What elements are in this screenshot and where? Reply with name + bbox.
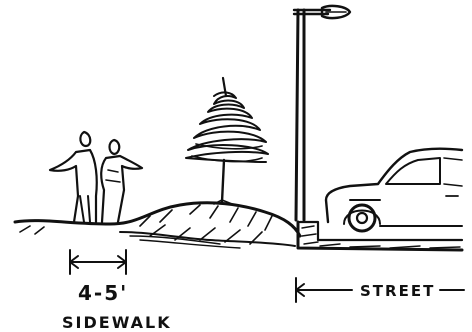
- pedestrians-icon: [50, 132, 142, 222]
- car-icon: [326, 149, 462, 231]
- ground-berm: [15, 203, 300, 248]
- street-label: STREET: [360, 282, 435, 300]
- sidewalk-width-label: 4-5': [78, 281, 128, 305]
- sidewalk-dimension-arrow-icon: [70, 250, 126, 274]
- tree-icon: [186, 78, 268, 204]
- sidewalk-label: SIDEWALK: [62, 313, 172, 332]
